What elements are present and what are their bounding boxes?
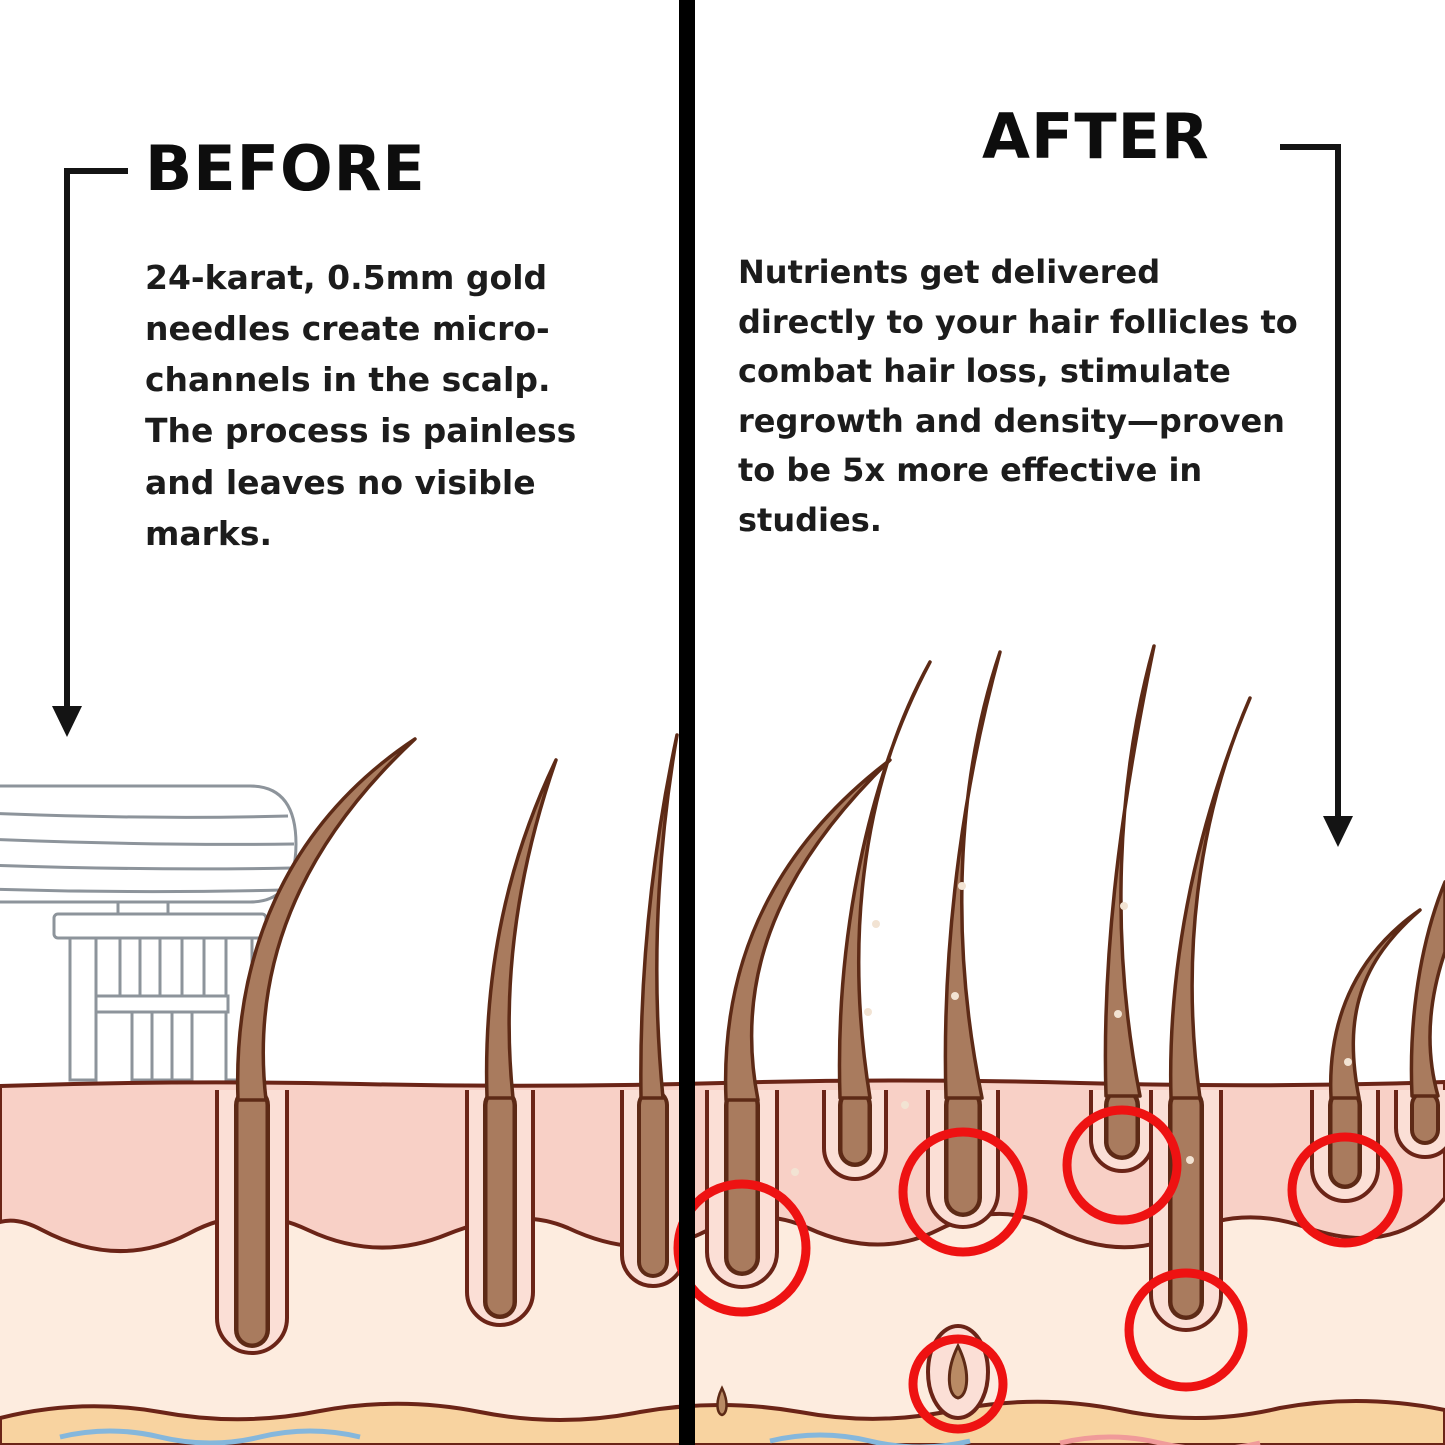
follicle-highlight-circle xyxy=(1062,1105,1182,1225)
blood-vessel xyxy=(1059,1434,1261,1445)
skin-cross-section xyxy=(0,644,1445,1445)
hair-strands xyxy=(235,644,1445,1102)
hair-strand xyxy=(1103,644,1156,1098)
arrow-down-icon xyxy=(1323,816,1353,847)
hair-strand xyxy=(943,650,1002,1100)
arrow-down-icon xyxy=(52,706,82,737)
follicle-highlight-circle xyxy=(898,1127,1028,1257)
before-title: BEFORE xyxy=(145,132,426,205)
hair-strand xyxy=(639,733,679,1100)
follicle-highlight-circles xyxy=(673,1105,1403,1434)
hair-strand xyxy=(723,758,892,1102)
follicle-highlight-circle xyxy=(908,1334,1008,1434)
fat-layer xyxy=(0,1398,1445,1445)
hair-strand xyxy=(1328,908,1422,1100)
new-hair-bud xyxy=(947,1342,969,1400)
nutrient-dots xyxy=(791,882,1352,1176)
after-title: AFTER xyxy=(982,100,1210,173)
hair-strand xyxy=(235,737,417,1102)
blood-vessel xyxy=(769,1432,971,1445)
blood-vessel xyxy=(59,1428,361,1445)
follicle-highlight-circle xyxy=(1287,1132,1403,1248)
derma-roller-illustration xyxy=(0,784,298,1082)
after-arrow xyxy=(1280,144,1353,847)
divider xyxy=(679,0,695,1445)
before-arrow xyxy=(52,168,128,737)
hair-strand xyxy=(484,758,558,1100)
hair-strand xyxy=(837,660,932,1100)
hair-strand xyxy=(1409,880,1445,1098)
hair-strand xyxy=(1168,696,1252,1100)
droplet xyxy=(716,1385,728,1417)
follicle-highlight-circle xyxy=(1124,1268,1248,1392)
before-description: 24-karat, 0.5mm gold needles create micr… xyxy=(145,258,577,553)
follicle-highlight-circle xyxy=(673,1179,811,1317)
after-description: Nutrients get delivered directly to your… xyxy=(738,253,1298,539)
